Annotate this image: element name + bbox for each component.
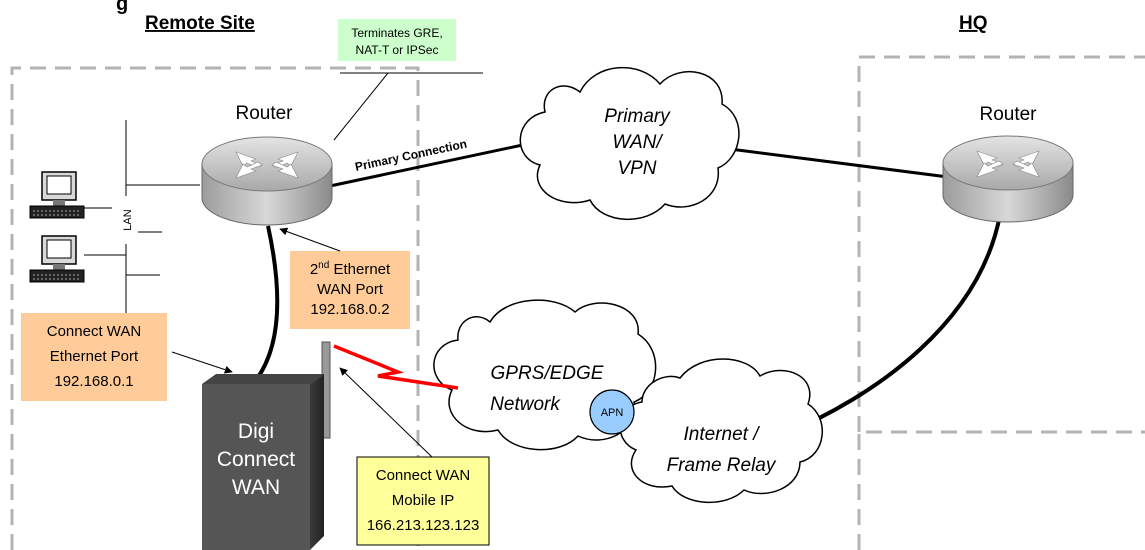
remote-site-boundary xyxy=(10,66,420,550)
eth-port2-callout-line-1: 2nd Ethernet xyxy=(310,260,391,278)
hq-site-title: HQ xyxy=(959,13,988,34)
eth-port2-callout-box xyxy=(290,251,410,329)
primary-cloud-line-3: VPN xyxy=(617,158,656,179)
hq-to-internet-line xyxy=(777,214,1002,439)
eth-port2-callout-line-2: WAN Port xyxy=(317,281,384,298)
gprs-cloud-line-2: Network xyxy=(490,394,561,415)
device-label-line-1: Digi xyxy=(238,420,274,443)
hq-router-label: Router xyxy=(979,104,1037,125)
terminates-callout-line-2: NAT-T or IPSec xyxy=(356,43,439,57)
mobile-ip-callout-box xyxy=(356,456,490,546)
lan-segment: LAN xyxy=(84,120,200,315)
primary-cloud-line-1: Primary xyxy=(604,106,671,127)
connect-eth-callout-line-3: 192.168.0.1 xyxy=(54,373,133,390)
partial-title: g xyxy=(116,0,128,15)
gprs-cloud-line-1: GPRS/EDGE xyxy=(491,363,604,384)
hq-site-boundary xyxy=(857,55,1145,550)
terminates-callout-line-1: Terminates GRE, xyxy=(351,26,442,40)
mobile-ip-callout-line-3: 166.213.123.123 xyxy=(367,517,480,534)
terminates-callout-box xyxy=(338,19,456,61)
remote-router-icon xyxy=(201,136,333,226)
mobile-ip-callout-line-2: Mobile IP xyxy=(392,492,455,509)
primary-connection-line-right xyxy=(721,146,949,179)
apn-circle xyxy=(589,389,635,435)
primary-wan-cloud xyxy=(519,66,740,220)
eth-port2-callout-line-3: 192.168.0.2 xyxy=(310,301,389,318)
wireless-link-bolt xyxy=(333,344,459,390)
primary-cloud-line-2: WAN/ xyxy=(612,132,663,153)
primary-connection-line-left xyxy=(329,141,533,188)
remote-router-label: Router xyxy=(235,103,293,124)
digi-connect-wan-device xyxy=(202,374,324,550)
hq-router-icon xyxy=(942,135,1074,223)
mobile-ip-callout-line-1: Connect WAN xyxy=(376,467,470,484)
pc-icon xyxy=(29,235,85,283)
router-to-digi-cable xyxy=(254,225,280,382)
apn-label: APN xyxy=(601,407,624,419)
connect-eth-callout-box xyxy=(21,313,167,401)
pc-icon xyxy=(29,171,85,219)
device-label-line-2: Connect xyxy=(217,448,295,471)
internet-cloud-line-2: Frame Relay xyxy=(667,455,777,476)
lan-label: LAN xyxy=(122,209,134,230)
remote-site-title: Remote Site xyxy=(145,13,255,34)
connect-eth-callout-line-1: Connect WAN xyxy=(47,323,141,340)
device-label-line-3: WAN xyxy=(232,476,280,499)
internet-cloud-line-1: Internet / xyxy=(684,424,761,445)
connect-eth-callout-line-2: Ethernet Port xyxy=(50,348,139,365)
